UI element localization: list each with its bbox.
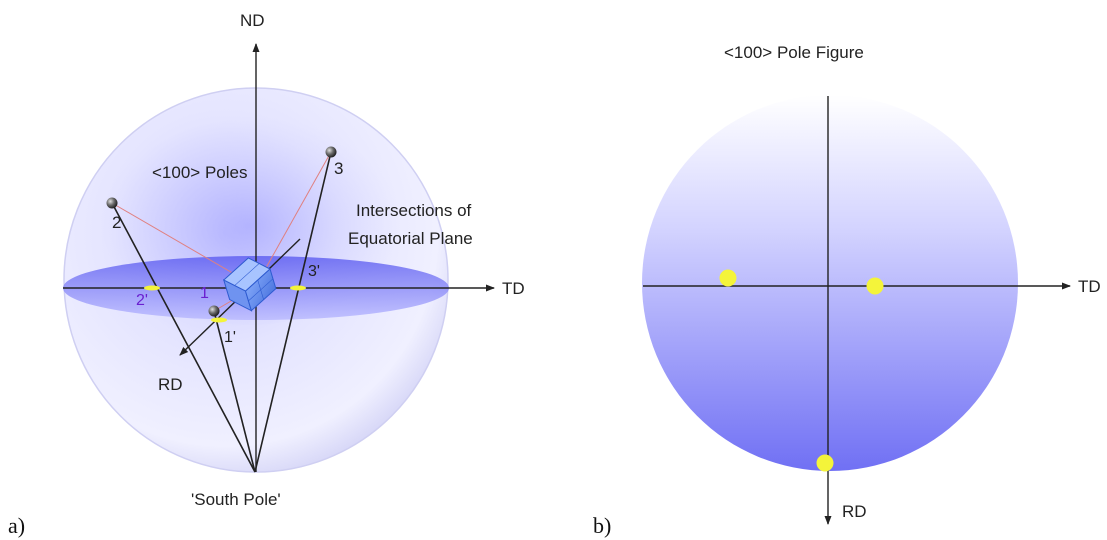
pole-figure-point-2 <box>719 269 737 287</box>
projection-2-label: 2' <box>136 292 148 309</box>
pole-1-projection-line <box>213 310 256 473</box>
pole-ball-2 <box>106 197 118 209</box>
pole-2-radius-line <box>111 202 249 283</box>
pole-3-label: 3 <box>334 159 343 178</box>
intersections-label-line2: Equatorial Plane <box>348 229 473 248</box>
rd-axis-label-a: RD <box>158 375 183 394</box>
intersection-mark-3 <box>290 285 306 291</box>
pole-figure-point-3 <box>866 277 884 295</box>
panel-b-caption: b) <box>593 513 611 538</box>
rd-axis-label-b: RD <box>842 502 867 521</box>
pole-figure-title: <100> Pole Figure <box>724 43 864 62</box>
pole-figure-point-1 <box>816 454 834 472</box>
nd-axis-label: ND <box>240 11 265 30</box>
panel-a-caption: a) <box>8 513 25 538</box>
intersections-label-line1: Intersections of <box>356 201 472 220</box>
pole-ball-1 <box>208 305 220 317</box>
projection-3-label: 3' <box>308 263 320 280</box>
pole-3-radius-line <box>257 151 332 283</box>
td-axis-label-a: TD <box>502 279 525 298</box>
pole-3-projection-line <box>254 151 332 473</box>
pole-figure-circle <box>642 95 1018 471</box>
crystal-cube <box>222 257 277 312</box>
pole-2-label: 2 <box>112 213 121 232</box>
panel-a: ND TD RD <100> Poles Intersections of Eq… <box>8 11 525 538</box>
panel-b: <100> Pole Figure TD RD b) <box>593 43 1101 538</box>
pole-1-label: 1 <box>200 285 209 302</box>
intersection-mark-1 <box>211 317 227 323</box>
poles-label: <100> Poles <box>152 163 247 182</box>
pole-2-projection-line <box>111 202 256 473</box>
projection-1-label: 1' <box>224 329 236 346</box>
pole-ball-3 <box>325 146 337 158</box>
intersection-mark-2 <box>144 285 160 291</box>
td-axis-label-b: TD <box>1078 277 1101 296</box>
south-pole-label: 'South Pole' <box>191 490 281 509</box>
